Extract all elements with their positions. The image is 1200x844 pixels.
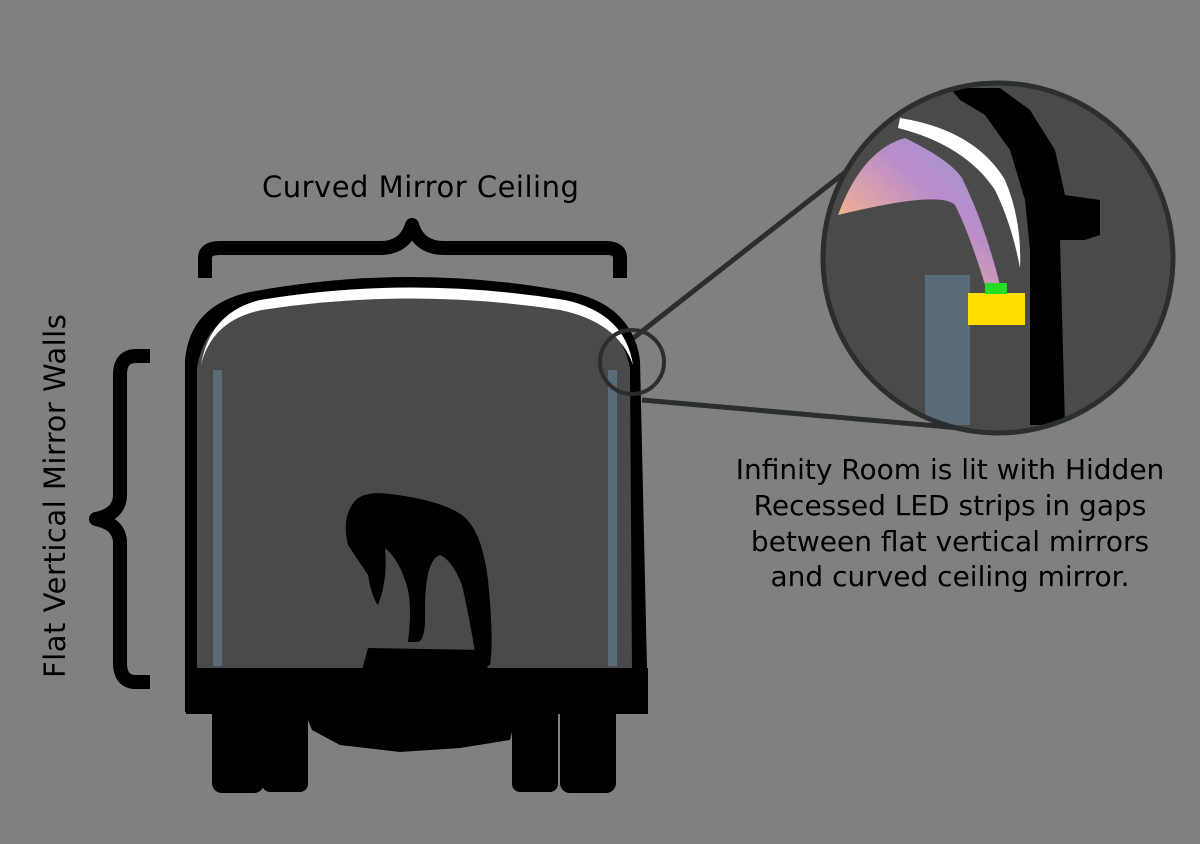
zoom-detail [820, 80, 1176, 436]
walls-label: Flat Vertical Mirror Walls [38, 313, 72, 678]
description-line: Recessed LED strips in gaps [753, 488, 1147, 522]
figure-silhouette [345, 493, 492, 670]
zoom-wall-mirror [925, 275, 970, 425]
led-housing [968, 293, 1025, 325]
description-line: Infinity Room is lit with Hidden [735, 453, 1165, 486]
light-reflection [838, 138, 1000, 285]
walls-brace [89, 349, 150, 689]
description-line: between flat vertical mirrors [750, 524, 1150, 558]
led-strip [985, 283, 1007, 294]
ceiling-label: Curved Mirror Ceiling [262, 170, 580, 204]
flat-wall-mirror-left [213, 370, 222, 666]
room-interior [197, 292, 632, 672]
trailer-silhouette [185, 277, 648, 793]
ceiling-brace [198, 218, 627, 278]
zoom-ceiling-mirror [898, 118, 1021, 268]
zoom-connector-lines [620, 143, 961, 431]
flat-wall-mirror-right [608, 370, 617, 666]
detail-highlight-circle [598, 328, 666, 396]
description-text: Infinity Room is lit with Hidden Recesse… [700, 452, 1200, 595]
description-line: and curved ceiling mirror. [770, 560, 1130, 594]
